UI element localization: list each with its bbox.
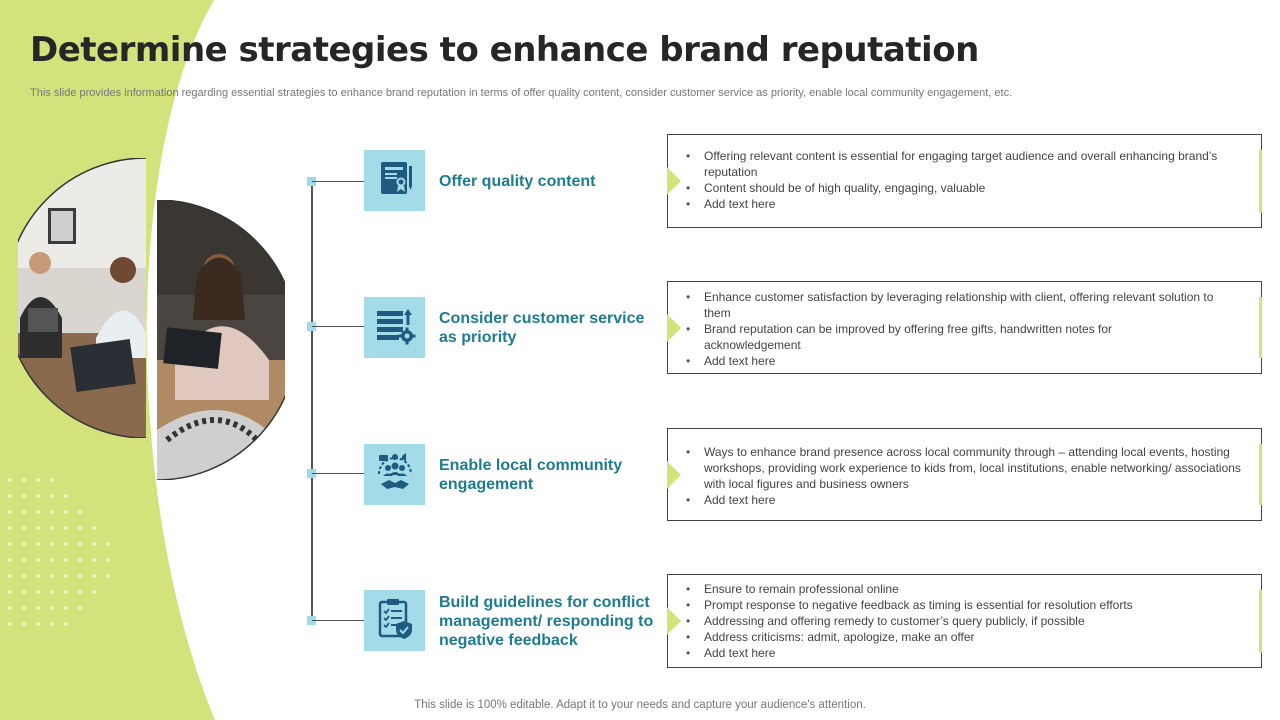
card-accent [1259, 589, 1262, 653]
bullet-item: Addressing and offering remedy to custom… [686, 613, 1221, 629]
bullet-item: Prompt response to negative feedback as … [686, 597, 1221, 613]
card-arrow [667, 313, 681, 342]
bullet-list: Ensure to remain professional online Pro… [668, 575, 1261, 661]
bullet-item: Add text here [686, 645, 1221, 661]
strategy-details-card: Ensure to remain professional online Pro… [667, 574, 1262, 668]
certificate-document-icon [375, 158, 415, 203]
strategy-title: Build guidelines for conflict management… [439, 594, 654, 649]
card-accent [1259, 296, 1262, 359]
strategy-details-card: Enhance customer satisfaction by leverag… [667, 281, 1262, 374]
bullet-item: Ways to enhance brand presence across lo… [686, 444, 1241, 492]
service-settings-icon [374, 305, 416, 350]
checklist-shield-icon [375, 597, 415, 644]
bullet-item: Address criticisms: admit, apologize, ma… [686, 629, 1221, 645]
card-arrow [667, 167, 681, 195]
timeline-line [311, 181, 313, 621]
card-accent [1259, 149, 1262, 213]
timeline-node [307, 616, 316, 625]
strategy-title: Offer quality content [439, 173, 596, 190]
footer-note: This slide is 100% editable. Adapt it to… [414, 699, 866, 711]
community-handshake-icon [373, 452, 417, 497]
team-photo-left [18, 158, 146, 438]
bullet-item: Brand reputation can be improved by offe… [686, 321, 1221, 353]
bullet-item: Content should be of high quality, engag… [686, 180, 1221, 196]
bullet-item: Enhance customer satisfaction by leverag… [686, 289, 1221, 321]
bullet-item: Ensure to remain professional online [686, 581, 1221, 597]
timeline-connector [312, 620, 364, 621]
timeline-connector [312, 181, 364, 182]
timeline-connector [312, 326, 364, 327]
team-photo-right [157, 200, 285, 480]
timeline-node [307, 322, 316, 331]
timeline-node [307, 469, 316, 478]
strategy-title: Enable local community engagement [439, 457, 623, 493]
bullet-item: Add text here [686, 492, 1241, 508]
bullet-item: Add text here [686, 353, 1221, 369]
strategy-details-card: Ways to enhance brand presence across lo… [667, 428, 1262, 521]
strategy-icon-box [364, 150, 425, 211]
strategy-icon-box [364, 297, 425, 358]
page-title: Determine strategies to enhance brand re… [30, 30, 979, 70]
card-arrow [667, 460, 681, 489]
page-subtitle: This slide provides information regardin… [30, 87, 1013, 99]
timeline-node [307, 177, 316, 186]
bullet-list: Ways to enhance brand presence across lo… [668, 429, 1261, 508]
timeline-connector [312, 473, 364, 474]
bullet-list: Offering relevant content is essential f… [668, 135, 1261, 212]
strategy-title: Consider customer service as priority [439, 310, 645, 346]
strategy-icon-box [364, 444, 425, 505]
strategy-icon-box [364, 590, 425, 651]
card-accent [1259, 443, 1262, 506]
bullet-list: Enhance customer satisfaction by leverag… [668, 282, 1261, 369]
strategy-details-card: Offering relevant content is essential f… [667, 134, 1262, 228]
card-arrow [667, 607, 681, 635]
bullet-item: Offering relevant content is essential f… [686, 148, 1221, 180]
bullet-item: Add text here [686, 196, 1221, 212]
